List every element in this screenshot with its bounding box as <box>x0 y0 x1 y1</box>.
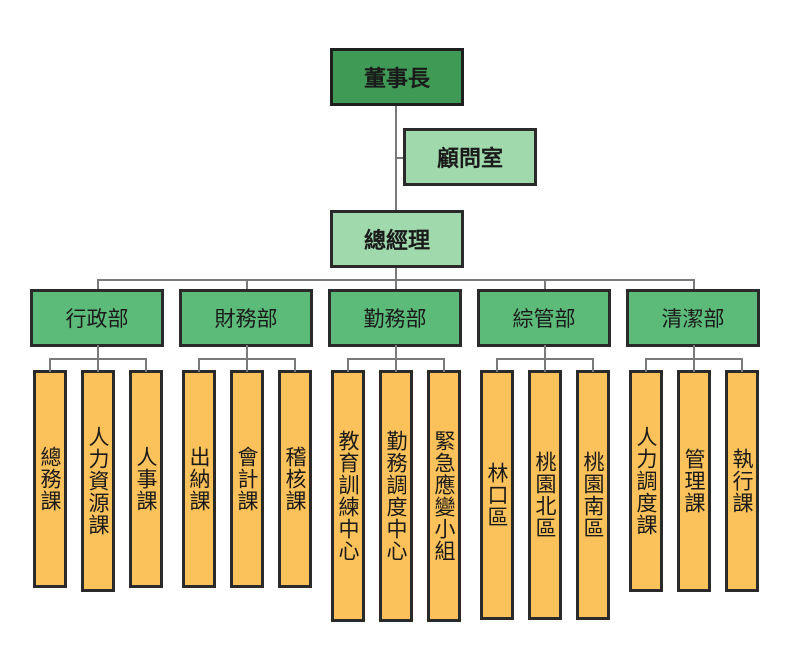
unit-label: 桃園北區 <box>533 451 557 539</box>
unit-label: 教育訓練中心 <box>336 430 360 562</box>
unit-box: 勤務調度中心 <box>379 370 413 622</box>
connector-unit-drop <box>741 358 743 372</box>
department-label: 清潔部 <box>661 307 725 331</box>
department-box: 綜管部 <box>477 289 611 347</box>
unit-label: 出納課 <box>187 446 211 512</box>
advisory-label: 顧問室 <box>436 147 503 172</box>
unit-box: 管理課 <box>677 370 711 592</box>
connector-unit-drop <box>97 358 99 372</box>
unit-box: 人力資源課 <box>81 370 115 592</box>
unit-box: 人事課 <box>129 370 163 588</box>
gm-box: 總經理 <box>330 210 464 268</box>
department-label: 財務部 <box>214 307 278 331</box>
unit-box: 會計課 <box>230 370 264 588</box>
connector-unit-drop <box>395 358 397 372</box>
connector-unit-drop <box>294 358 296 372</box>
connector-unit-drop <box>592 358 594 372</box>
department-label: 行政部 <box>65 307 129 331</box>
connector-unit-drop <box>544 358 546 372</box>
unit-label: 管理課 <box>682 448 706 514</box>
unit-box: 總務課 <box>33 370 67 588</box>
connector-unit-stem <box>544 345 546 359</box>
connector-unit-drop <box>49 358 51 372</box>
connector-unit-drop <box>693 358 695 372</box>
connector-unit-stem <box>693 345 695 359</box>
connector-unit-drop <box>347 358 349 372</box>
connector-dept-drop <box>544 279 546 291</box>
connector-unit-stem <box>395 345 397 359</box>
unit-label: 人力資源課 <box>86 426 110 536</box>
unit-label: 稽核課 <box>283 446 307 512</box>
department-box: 清潔部 <box>626 289 760 347</box>
chairman-box: 董事長 <box>330 48 464 106</box>
unit-label: 總務課 <box>38 446 62 512</box>
unit-label: 勤務調度中心 <box>384 430 408 562</box>
advisory-box: 顧問室 <box>403 128 537 186</box>
connector-dept-drop <box>97 279 99 291</box>
unit-label: 林口區 <box>485 462 509 528</box>
unit-label: 人事課 <box>134 446 158 512</box>
connector-dept-drop <box>693 279 695 291</box>
connector-unit-drop <box>443 358 445 372</box>
unit-box: 緊急應變小組 <box>427 370 461 622</box>
department-box: 勤務部 <box>328 289 462 347</box>
unit-box: 桃園南區 <box>576 370 610 620</box>
connector-dept-drop <box>395 279 397 291</box>
unit-box: 執行課 <box>725 370 759 592</box>
unit-box: 人力調度課 <box>629 370 663 592</box>
connector-unit-stem <box>246 345 248 359</box>
unit-label: 執行課 <box>730 448 754 514</box>
gm-label: 總經理 <box>363 229 430 254</box>
unit-label: 會計課 <box>235 446 259 512</box>
connector-advisory <box>396 157 405 159</box>
unit-label: 桃園南區 <box>581 451 605 539</box>
unit-box: 教育訓練中心 <box>331 370 365 622</box>
connector-unit-drop <box>145 358 147 372</box>
department-box: 財務部 <box>179 289 313 347</box>
department-box: 行政部 <box>30 289 164 347</box>
connector-unit-drop <box>198 358 200 372</box>
connector-unit-drop <box>645 358 647 372</box>
unit-label: 人力調度課 <box>634 426 658 536</box>
unit-label: 緊急應變小組 <box>432 430 456 562</box>
department-label: 綜管部 <box>512 307 576 331</box>
unit-box: 稽核課 <box>278 370 312 588</box>
unit-box: 出納課 <box>182 370 216 588</box>
chairman-label: 董事長 <box>363 67 430 92</box>
connector-unit-drop <box>496 358 498 372</box>
connector-gm-bus <box>395 266 397 279</box>
connector-unit-drop <box>246 358 248 372</box>
connector-unit-stem <box>97 345 99 359</box>
department-label: 勤務部 <box>363 307 427 331</box>
unit-box: 林口區 <box>480 370 514 620</box>
unit-box: 桃園北區 <box>528 370 562 620</box>
connector-dept-drop <box>246 279 248 291</box>
